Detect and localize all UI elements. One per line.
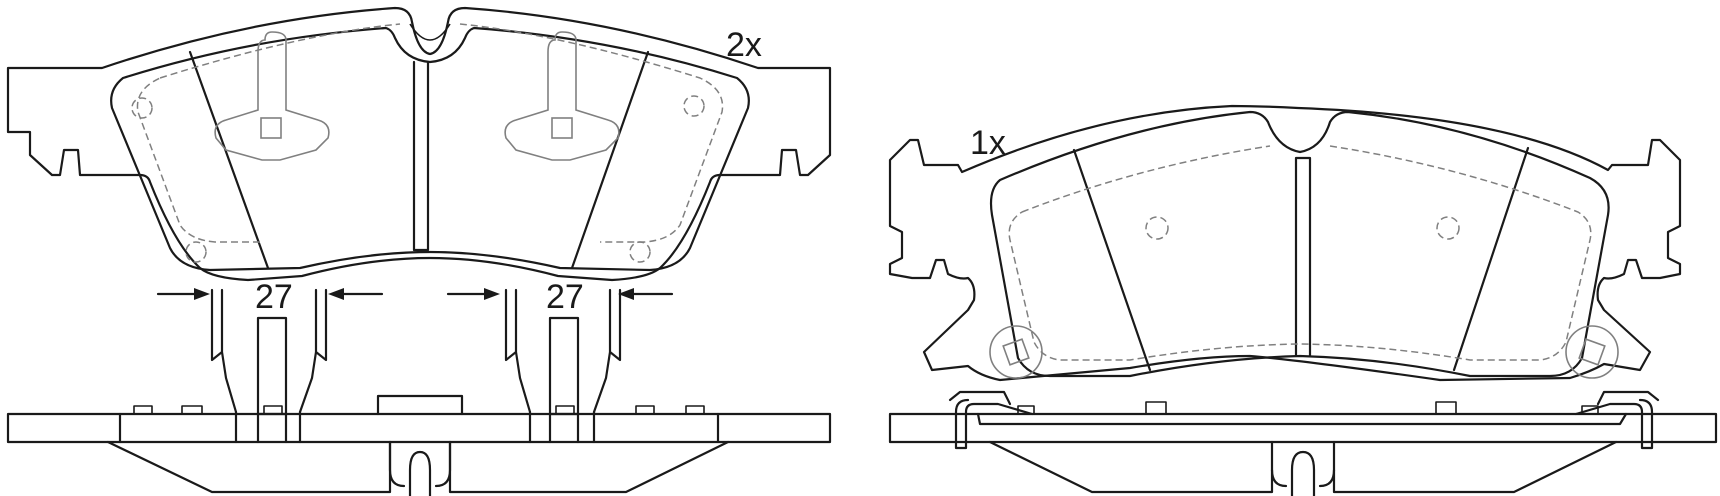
right-pad-front-view xyxy=(888,104,1682,382)
right-side-friction-block xyxy=(988,440,1618,494)
left-dimension-label-2: 27 xyxy=(546,278,584,316)
left-side-friction-block xyxy=(106,440,730,494)
right-center-slot xyxy=(1294,156,1312,358)
right-side-center-groove xyxy=(1290,450,1316,496)
right-side-center-tab xyxy=(1270,468,1336,488)
left-pad-side-view xyxy=(6,288,832,496)
right-guide-pin-right xyxy=(1565,325,1619,379)
right-hidden-hole-1 xyxy=(1145,216,1169,240)
left-sensor-clip-a xyxy=(214,31,330,161)
left-hidden-backing-line xyxy=(136,23,724,243)
left-pad-front-view xyxy=(6,6,832,282)
left-quantity-label: 2x xyxy=(726,26,762,64)
left-chamfer-line-1 xyxy=(188,50,270,270)
right-side-bump-1 xyxy=(1017,405,1035,415)
left-friction-material-outline xyxy=(110,26,750,272)
left-notch-ring xyxy=(409,23,451,41)
left-side-bump-5 xyxy=(635,405,655,415)
left-side-bump-6 xyxy=(685,405,705,415)
left-side-backing-plate xyxy=(6,412,832,444)
right-friction-material-outline xyxy=(989,110,1610,378)
left-backing-plate-outline xyxy=(6,6,832,282)
right-chamfer-line-2 xyxy=(1452,146,1530,372)
left-side-bump-1 xyxy=(133,405,153,415)
right-side-clip-right xyxy=(1574,390,1660,450)
left-hidden-hole-1 xyxy=(131,97,153,119)
left-side-center-groove xyxy=(408,450,432,496)
left-side-plate-steps xyxy=(118,412,720,444)
left-side-bump-2 xyxy=(181,405,203,415)
right-hidden-backing-line xyxy=(1008,145,1592,361)
left-side-bump-4 xyxy=(555,405,575,415)
left-sensor-clip-b xyxy=(504,31,620,161)
right-side-bump-4 xyxy=(1581,405,1599,415)
right-chamfer-line-1 xyxy=(1072,148,1152,372)
right-side-backing-plate xyxy=(888,412,1718,444)
right-pad-side-view xyxy=(888,390,1718,496)
right-quantity-label: 1x xyxy=(970,124,1006,162)
right-guide-pin-left xyxy=(989,325,1043,379)
right-side-bump-3 xyxy=(1435,401,1457,415)
left-side-clip-a xyxy=(210,288,328,444)
left-dimension-label-1: 27 xyxy=(255,278,293,316)
right-hidden-hole-2 xyxy=(1436,216,1460,240)
left-center-slot xyxy=(412,60,430,252)
left-side-bump-3 xyxy=(263,405,283,415)
left-side-clip-b xyxy=(504,288,622,444)
right-side-clip-left xyxy=(948,390,1034,450)
left-hidden-hole-2 xyxy=(185,241,207,263)
left-side-center-tab xyxy=(376,394,464,488)
right-backing-plate-outline xyxy=(888,104,1682,382)
right-side-bump-2 xyxy=(1145,401,1167,415)
right-side-shim-line xyxy=(976,412,1628,426)
left-dimension-arrows xyxy=(156,288,674,300)
left-hidden-hole-3 xyxy=(683,95,705,117)
left-hidden-hole-4 xyxy=(629,241,651,263)
left-chamfer-line-2 xyxy=(570,50,650,270)
